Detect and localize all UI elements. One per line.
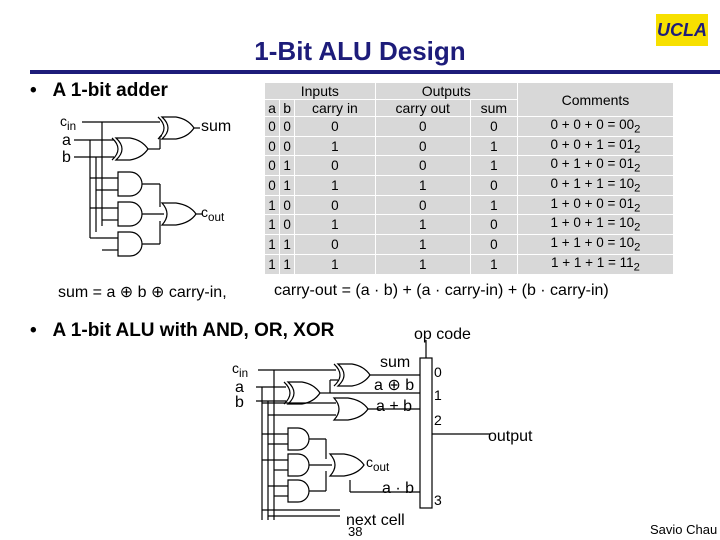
comment-base: 2: [634, 202, 641, 215]
alu-sum-label: sum: [380, 354, 411, 371]
comment-base: 2: [634, 123, 641, 136]
alu-a-label: a: [235, 379, 244, 396]
alu-and-gate-1: [287, 427, 310, 451]
next-cell-label: next cell: [346, 512, 405, 529]
ucla-logo: UCLA: [656, 14, 708, 46]
title-underline: [30, 70, 720, 74]
adder-xor-gate-1: [114, 137, 149, 161]
comments-header: Comments: [516, 82, 675, 117]
bullet-dot: •: [30, 80, 53, 101]
mux-input-1: 1: [434, 387, 442, 403]
alu-or-gate-1: [332, 397, 369, 421]
alu-xor-gate-2: [336, 363, 371, 387]
adder-cin-sub: in: [67, 119, 77, 133]
cell-comment: 1 + 1 + 1 = 112: [516, 253, 675, 275]
comment-base: 2: [634, 182, 641, 195]
adder-a-label: a: [62, 132, 71, 149]
adder-and-gate-1: [117, 171, 143, 197]
adder-xor-gate-2: [160, 116, 195, 140]
bullet-dot: •: [30, 320, 53, 341]
mux-input-2: 2: [434, 412, 442, 428]
page-number: 38: [348, 524, 363, 539]
cell-cin: 1: [294, 253, 376, 275]
comment-base: 2: [634, 241, 641, 254]
alu-and-gate-3: [287, 479, 310, 503]
comment-text: 0 + 1 + 1 = 10: [550, 176, 635, 192]
alu-cout-label: cout: [366, 454, 389, 474]
adder-truth-table: Inputs Outputs Comments a b carry in car…: [263, 82, 675, 275]
author-name: Savio Chau: [650, 522, 718, 537]
alu-mux: [419, 357, 433, 509]
cell-comment: 0 + 1 + 0 = 012: [516, 155, 675, 177]
alu-cin-sub: in: [239, 366, 249, 380]
comment-base: 2: [634, 143, 641, 156]
alu-cin-text: c: [232, 360, 239, 376]
alu-or-label: a + b: [376, 398, 413, 415]
comment-text: 0 + 0 + 0 = 00: [550, 117, 635, 132]
alu-or-gate-carry: [328, 453, 365, 477]
col-carry-in: carry in: [294, 99, 376, 117]
adder-cout-sub: out: [208, 210, 225, 224]
op-code-label: op code: [414, 326, 471, 343]
bullet-alu: • A 1-bit ALU with AND, OR, XOR: [30, 320, 334, 342]
bullet-adder-text: A 1-bit adder: [52, 80, 168, 101]
adder-cout-text: c: [201, 204, 208, 220]
comment-text: 0 + 0 + 1 = 01: [550, 136, 635, 152]
alu-cout-text: c: [366, 454, 373, 470]
adder-b-label: b: [62, 149, 71, 166]
adder-and-gate-3: [117, 231, 143, 257]
adder-circuit: [74, 116, 202, 257]
slide-title: 1-Bit ALU Design: [254, 36, 466, 66]
comment-text: 1 + 0 + 0 = 01: [550, 195, 635, 211]
comment-text: 1 + 1 + 0 = 10: [550, 235, 635, 251]
alu-output-label: output: [488, 428, 533, 445]
adder-or-gate: [160, 202, 197, 226]
adder-cin-label-text: c: [60, 113, 67, 129]
comment-text: 1 + 1 + 1 = 11: [550, 254, 634, 270]
alu-and-label: a · b: [382, 480, 415, 497]
carry-equation: carry-out = (a · b) + (a · carry-in) + (…: [274, 282, 609, 299]
adder-sum-label: sum: [201, 118, 232, 135]
alu-b-label: b: [235, 394, 244, 411]
cell-comment: 1 + 0 + 1 = 102: [516, 214, 675, 236]
adder-and-gate-2: [117, 201, 143, 227]
comment-text: 1 + 0 + 1 = 10: [550, 215, 635, 231]
adder-cin-label: cin: [60, 113, 76, 133]
alu-xor-gate-1: [286, 381, 321, 405]
col-carry-out: carry out: [374, 99, 471, 117]
bullet-adder: • A 1-bit adder: [30, 80, 168, 102]
cell-comment: 0 + 0 + 0 = 002: [516, 116, 675, 137]
comment-base: 2: [633, 261, 640, 274]
alu-xor-label: a ⊕ b: [374, 377, 415, 394]
alu-circuit: [256, 340, 490, 520]
sum-equation: sum = a ⊕ b ⊕ carry-in,: [58, 284, 227, 301]
adder-cout-label: cout: [201, 204, 224, 224]
bullet-alu-text: A 1-bit ALU with AND, OR, XOR: [52, 320, 335, 341]
alu-cin-label: cin: [232, 360, 248, 380]
col-sum: sum: [469, 99, 518, 117]
mux-input-3: 3: [434, 492, 442, 508]
truth-table-column-header: a b carry in carry out sum: [263, 99, 674, 117]
comment-base: 2: [634, 222, 641, 235]
comment-base: 2: [634, 163, 641, 176]
alu-cout-sub: out: [373, 460, 390, 474]
xor-gate-back-curve: [111, 137, 119, 161]
comment-text: 0 + 1 + 0 = 01: [550, 156, 635, 172]
outputs-header: Outputs: [374, 82, 518, 100]
cell-sum: 1: [469, 253, 518, 275]
mux-input-0: 0: [434, 364, 442, 380]
alu-and-gate-2: [287, 453, 310, 477]
